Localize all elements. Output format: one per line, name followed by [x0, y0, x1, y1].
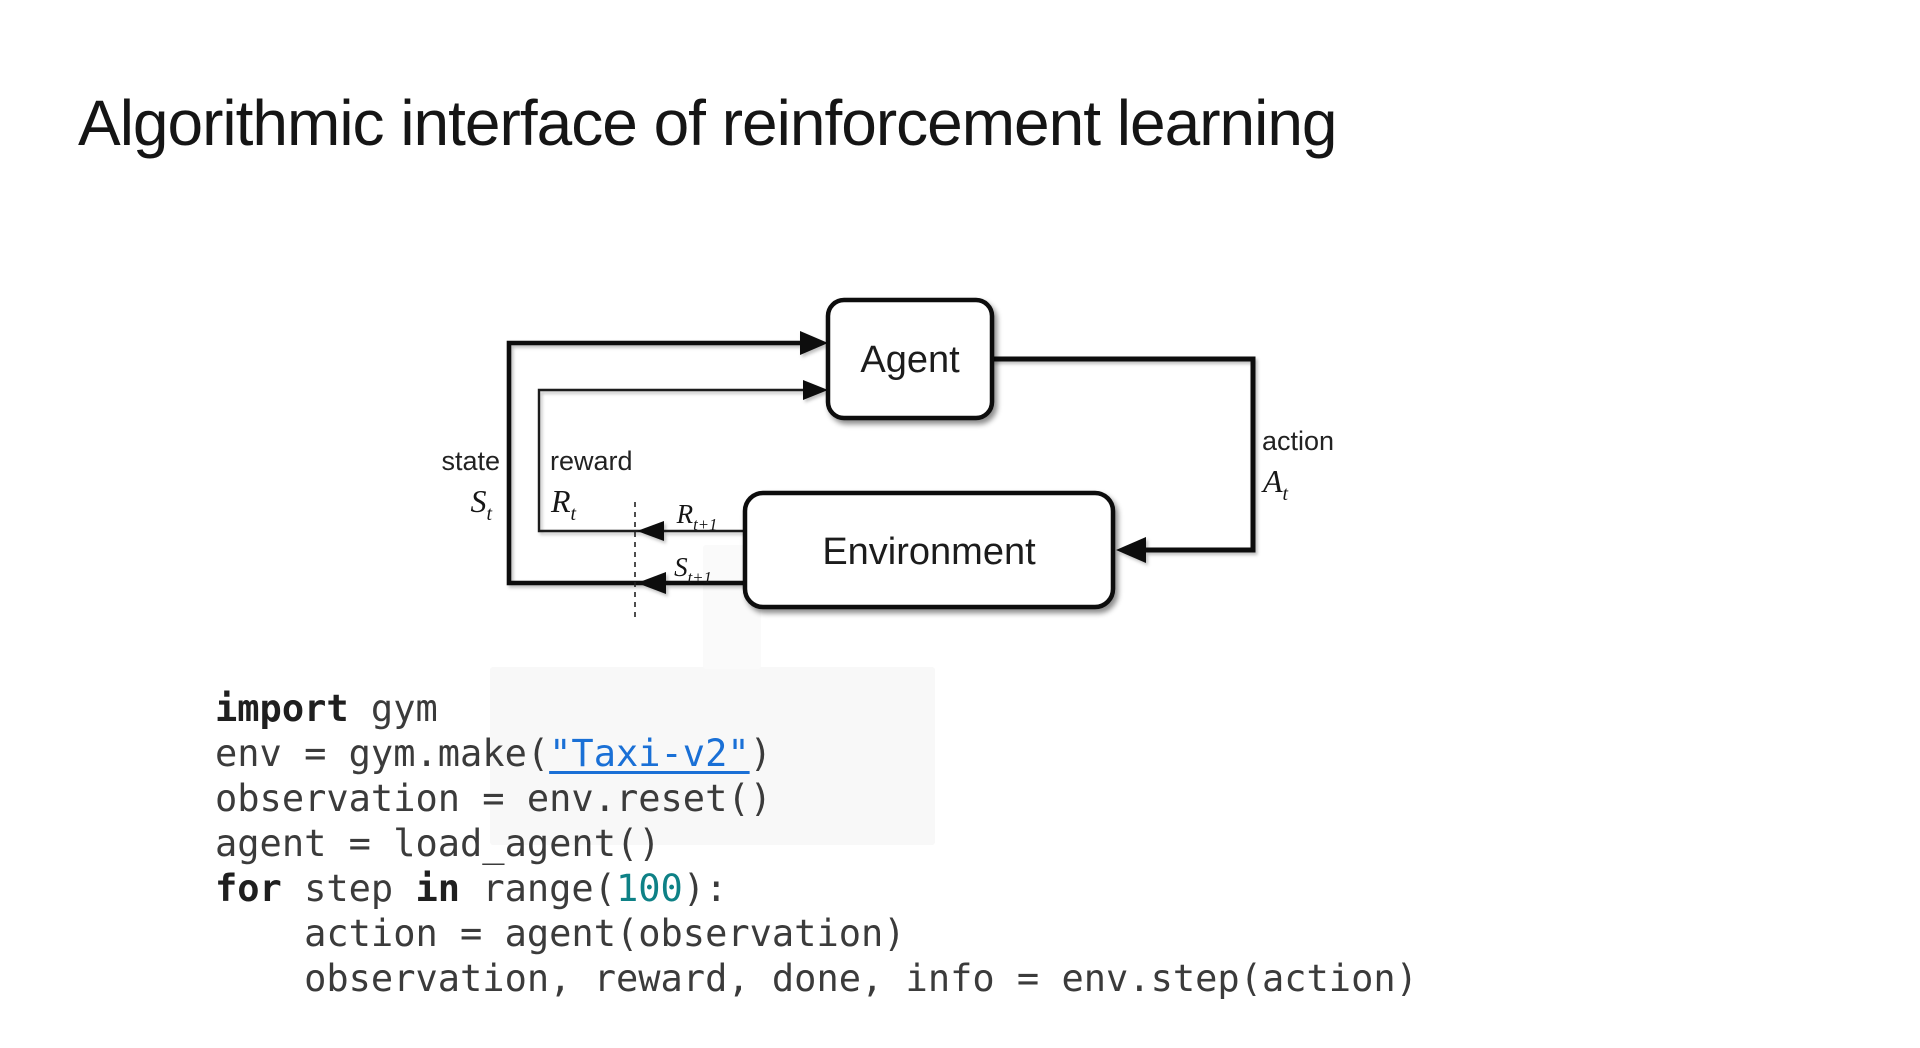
next-state-arrowhead-icon: [637, 572, 666, 594]
code-token-kw: import: [215, 687, 349, 730]
code-token-plain: step: [281, 867, 416, 910]
code-token-plain: range(: [460, 867, 616, 910]
code-line-2: env = gym.make("Taxi-v2"): [215, 731, 1418, 776]
code-background-panel: [490, 667, 935, 845]
state-loop-line: [506, 340, 801, 586]
code-token-plain: ): [749, 732, 772, 775]
code-line-7: observation, reward, done, info = env.st…: [215, 956, 1418, 1001]
state-symbol: St: [470, 483, 492, 525]
action-arrowhead-icon: [1116, 537, 1146, 563]
reward-label: reward: [550, 446, 633, 476]
taxi-v2-link[interactable]: "Taxi-v2": [549, 732, 750, 775]
code-token-plain: observation, reward, done, info = env.st…: [215, 957, 1418, 1000]
code-line-3: observation = env.reset(): [215, 776, 1418, 821]
code-line-4: agent = load_agent(): [215, 821, 1418, 866]
environment-box: [742, 490, 1116, 610]
code-token-plain: gym: [348, 687, 438, 730]
rl-loop-svg: Agent Environment state St reward Rt act…: [441, 297, 1334, 622]
slide-title: Algorithmic interface of reinforcement l…: [78, 86, 1338, 159]
reward-arrowhead-icon: [803, 380, 828, 400]
agent-box: [825, 297, 995, 421]
code-token-kw: for: [215, 867, 282, 910]
agent-label: Agent: [860, 339, 960, 381]
code-token-num: 100: [615, 867, 683, 910]
next-state-symbol: St+1: [674, 552, 712, 587]
code-token-plain: observation = env.reset(): [215, 777, 772, 820]
state-label: state: [441, 446, 500, 476]
next-reward-arrowhead-icon: [637, 521, 664, 541]
code-token-plain: ):: [682, 867, 728, 910]
code-line-5: for step in range(100):: [215, 866, 1418, 911]
code-token-plain: action = agent(observation): [215, 912, 906, 955]
state-arrowhead-icon: [800, 331, 828, 355]
code-token-plain: env = gym.make(: [215, 732, 550, 775]
environment-label: Environment: [822, 531, 1036, 573]
action-label: action: [1262, 426, 1334, 456]
code-token-plain: agent = load_agent(): [215, 822, 661, 865]
rl-loop-diagram: Agent Environment state St reward Rt act…: [400, 230, 1380, 630]
code-line-6: action = agent(observation): [215, 911, 1418, 956]
next-reward-symbol: Rt+1: [676, 499, 718, 534]
code-token-kw: in: [415, 867, 461, 910]
reward-symbol: Rt: [550, 483, 577, 525]
code-line-1: import gym: [215, 686, 1418, 731]
action-symbol: At: [1261, 463, 1289, 505]
action-arrow-line: [992, 356, 1256, 553]
